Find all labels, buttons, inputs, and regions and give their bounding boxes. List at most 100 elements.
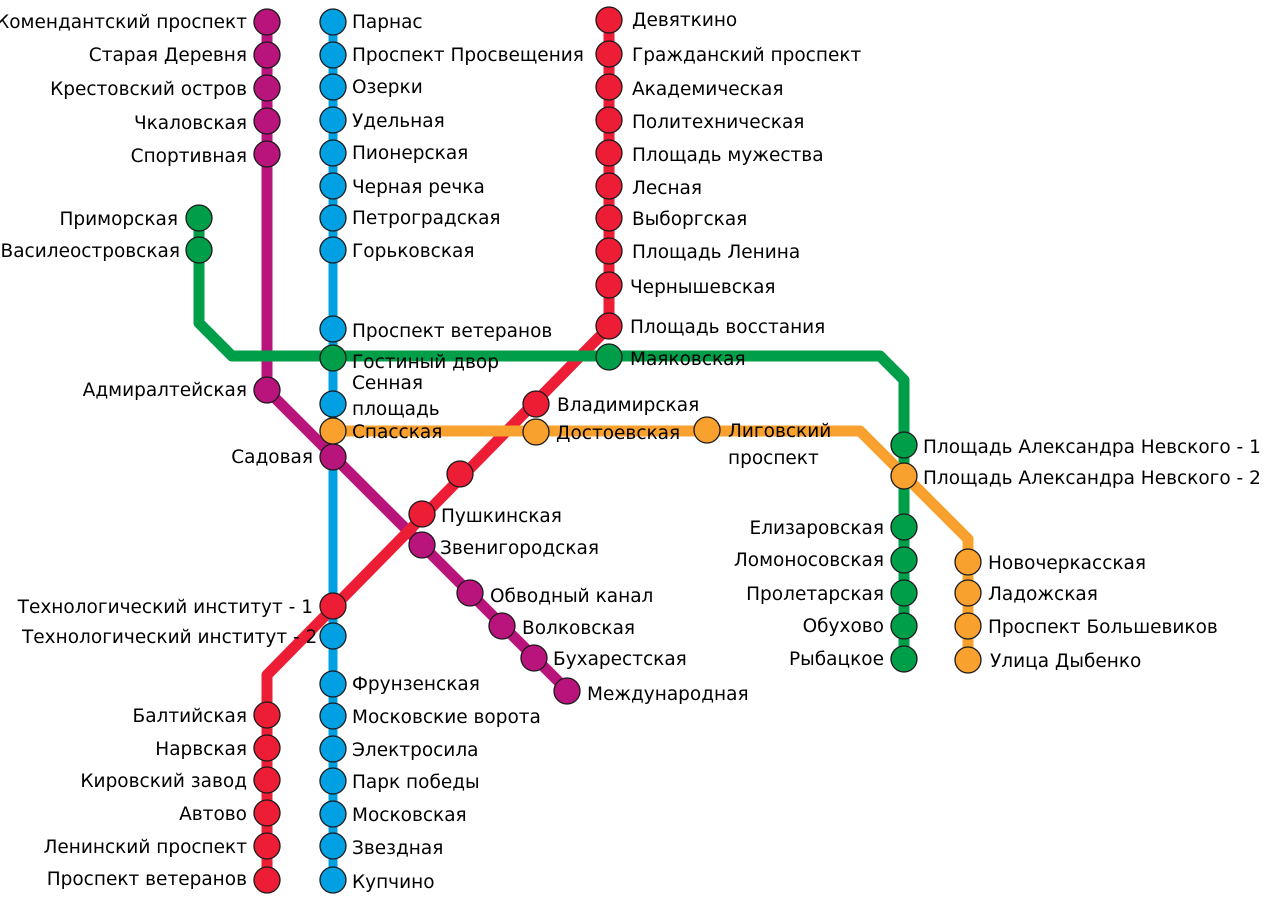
station-vyborgskaya[interactable] <box>595 204 623 232</box>
station-staraya-derevnya[interactable] <box>253 41 281 69</box>
station-dybenko[interactable] <box>954 646 982 674</box>
label-pl-lenina: Площадь Ленина <box>632 242 800 263</box>
label-novocherkasskaya: Новочеркасская <box>988 553 1146 574</box>
label-frunzenskaya: Фрунзенская <box>352 674 480 695</box>
label-ligovsky-line2: проспект <box>728 448 819 469</box>
station-kupchino[interactable] <box>319 866 347 894</box>
station-obvodny[interactable] <box>456 579 484 607</box>
label-gorkovskaya: Горьковская <box>352 241 474 262</box>
station-novocherkasskaya[interactable] <box>954 548 982 576</box>
label-kupchino: Купчино <box>352 872 435 893</box>
station-proletarskaya[interactable] <box>890 579 918 607</box>
label-zvenigorodskaya: Звенигородская <box>440 538 599 559</box>
station-tech-inst-2[interactable] <box>319 622 347 650</box>
label-vasileostrovskaya: Василеостровская <box>1 241 180 262</box>
station-vasileostrovskaya[interactable] <box>185 236 213 264</box>
label-sportivnaya: Спортивная <box>131 146 247 167</box>
station-chernyshevskaya[interactable] <box>595 271 623 299</box>
station-primorskaya[interactable] <box>185 204 213 232</box>
station-petrogradskaya[interactable] <box>319 204 347 232</box>
label-prospekt-veteranov-red: Проспект ветеранов <box>47 869 247 890</box>
station-ozerki[interactable] <box>319 73 347 101</box>
label-rybatskoe: Рыбацкое <box>789 649 884 670</box>
label-staraya-derevnya: Старая Деревня <box>89 45 247 66</box>
label-moskovskaya: Московская <box>352 805 467 826</box>
station-zvezdnaya[interactable] <box>319 832 347 860</box>
label-sennaya-line2: площадь <box>352 399 440 420</box>
station-lesnaya[interactable] <box>595 172 623 200</box>
label-mayakovskaya: Маяковская <box>630 349 746 370</box>
station-rybatskoe[interactable] <box>890 645 918 673</box>
station-moskovskie-vorota[interactable] <box>319 702 347 730</box>
station-pushkinskaya[interactable] <box>408 500 436 528</box>
station-avtovo[interactable] <box>253 799 281 827</box>
station-vladimirskaya[interactable] <box>522 390 550 418</box>
station-sportivnaya[interactable] <box>253 140 281 168</box>
label-lesnaya: Лесная <box>632 178 702 199</box>
station-pl-al-nevskogo-1[interactable] <box>890 431 918 459</box>
station-narvskaya[interactable] <box>253 734 281 762</box>
station-dostoevskaya[interactable] <box>522 418 550 446</box>
label-chernaya-rechka: Черная речка <box>352 177 485 198</box>
label-admiralteyskaya: Адмиралтейская <box>83 380 247 401</box>
station-tech-inst-1[interactable] <box>319 592 347 620</box>
station-obukhovo[interactable] <box>890 612 918 640</box>
station-frunzenskaya[interactable] <box>319 670 347 698</box>
station-pl-al-nevskogo-2[interactable] <box>890 462 918 490</box>
station-bolshevikov[interactable] <box>954 612 982 640</box>
station-prospekt-veteranov-red[interactable] <box>253 866 281 894</box>
label-volkovskaya: Волковская <box>522 618 635 639</box>
station-mayakovskaya[interactable] <box>595 343 623 371</box>
station-mezhdunarodnaya[interactable] <box>553 677 581 705</box>
station-pionerskaya[interactable] <box>319 139 347 167</box>
station-chernaya-rechka[interactable] <box>319 172 347 200</box>
station-bukharestskaya[interactable] <box>520 644 548 672</box>
station-kirovsky-zavod[interactable] <box>253 766 281 794</box>
station-chkalovskaya[interactable] <box>253 107 281 135</box>
label-vladimirskaya: Владимирская <box>557 395 699 416</box>
station-devyatkino[interactable] <box>595 6 623 34</box>
station-park-pobedy[interactable] <box>319 767 347 795</box>
station-udelnaya[interactable] <box>319 106 347 134</box>
label-prosvescheniya: Проспект Просвещения <box>352 45 584 66</box>
station-krestovsky[interactable] <box>253 74 281 102</box>
label-vyborgskaya: Выборгская <box>632 209 747 230</box>
station-grazhdansky[interactable] <box>595 40 623 68</box>
station-pl-muzhestva[interactable] <box>595 139 623 167</box>
station-komendantsky[interactable] <box>253 8 281 36</box>
station-unnamed-red[interactable] <box>446 460 474 488</box>
label-gostiny-dvor: Гостиный двор <box>352 352 499 373</box>
station-sennaya[interactable] <box>319 390 347 418</box>
station-leninsky[interactable] <box>253 832 281 860</box>
station-pl-vosstaniya[interactable] <box>595 312 623 340</box>
station-gorkovskaya[interactable] <box>319 236 347 264</box>
label-bukharestskaya: Бухарестская <box>553 649 687 670</box>
station-prospekt-veteranov-blue[interactable] <box>319 315 347 343</box>
station-lomonosovskaya[interactable] <box>890 546 918 574</box>
station-politekhnicheskaya[interactable] <box>595 106 623 134</box>
station-pl-lenina[interactable] <box>595 237 623 265</box>
station-spasskaya[interactable] <box>319 417 347 445</box>
station-elektrosila[interactable] <box>319 735 347 763</box>
station-moskovskaya[interactable] <box>319 800 347 828</box>
label-parnas: Парнас <box>352 12 423 33</box>
station-sadovaya[interactable] <box>319 443 347 471</box>
label-tech-inst-2: Технологический институт - 2 <box>21 627 317 648</box>
station-prosvescheniya[interactable] <box>319 41 347 69</box>
label-spasskaya: Спасская <box>352 422 442 443</box>
station-baltiyskaya[interactable] <box>253 701 281 729</box>
label-ladozhskaya: Ладожская <box>988 584 1098 605</box>
label-mezhdunarodnaya: Международная <box>587 684 749 705</box>
station-zvenigorodskaya[interactable] <box>408 531 436 559</box>
station-ligovsky[interactable] <box>693 416 721 444</box>
station-parnas[interactable] <box>319 8 347 36</box>
station-admiralteyskaya[interactable] <box>253 376 281 404</box>
label-kirovsky-zavod: Кировский завод <box>80 771 247 792</box>
station-akademicheskaya[interactable] <box>595 73 623 101</box>
station-volkovskaya[interactable] <box>488 612 516 640</box>
station-ladozhskaya[interactable] <box>954 579 982 607</box>
station-gostiny-dvor[interactable] <box>319 344 347 372</box>
station-elizarovskaya[interactable] <box>890 513 918 541</box>
label-avtovo: Автово <box>179 804 247 825</box>
label-akademicheskaya: Академическая <box>632 79 783 100</box>
